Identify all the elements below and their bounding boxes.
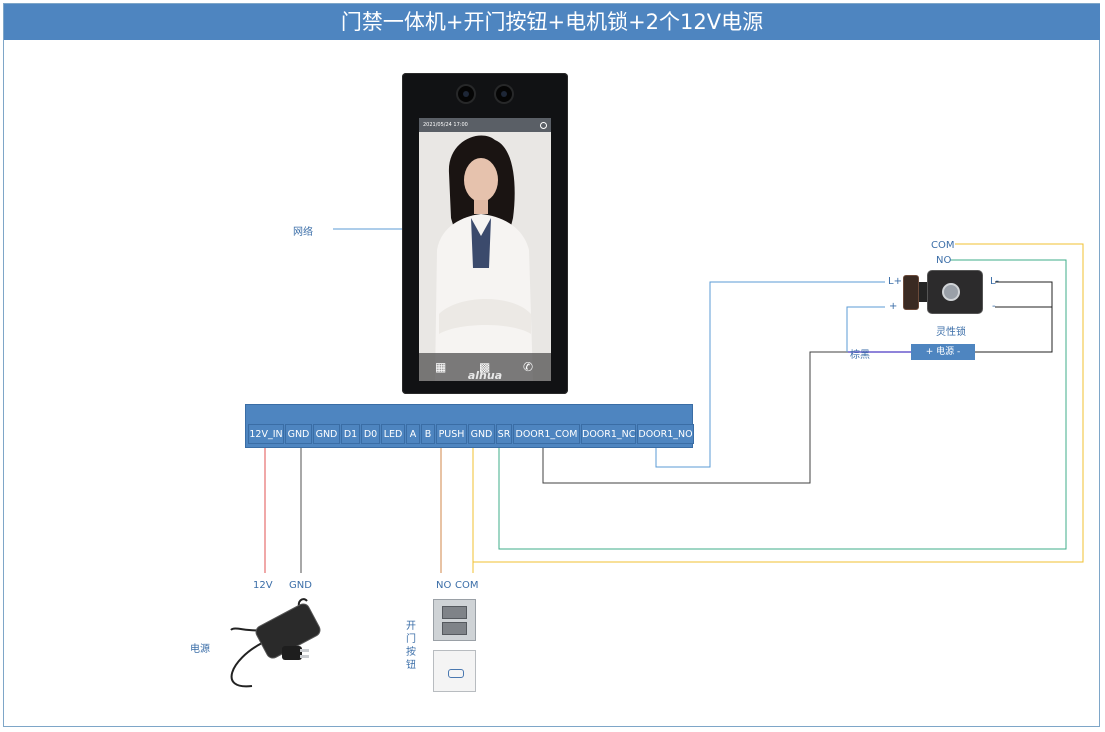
terminal-gnd: GND — [285, 424, 312, 444]
camera-icon — [496, 86, 512, 102]
exit-button-front — [433, 650, 476, 692]
terminal-sr: SR — [496, 424, 512, 444]
plug-prong — [300, 649, 309, 652]
terminal-gnd: GND — [468, 424, 495, 444]
wire-green — [498, 259, 1067, 550]
phone-icon: ✆ — [523, 360, 534, 374]
terminal-b: B — [421, 424, 435, 444]
status-time: 2021/05/24 17:00 — [423, 122, 468, 128]
lock-com-label: COM — [931, 240, 955, 251]
wire-lock-lminus — [975, 281, 1053, 353]
terminal-d0: D0 — [361, 424, 380, 444]
terminal-push: PUSH — [436, 424, 467, 444]
lock-name-label: 灵性锁 — [936, 327, 966, 338]
exit-button-back — [433, 599, 476, 641]
lock-lminus-label: L- — [990, 276, 1000, 287]
psu-label: 电源 — [190, 644, 210, 655]
terminal-door1-com: DOOR1_COM — [513, 424, 580, 444]
open-button-label: 开门按钮 — [406, 621, 416, 671]
access-control-terminal: 2021/05/24 17:00 ▦ ▩ ✆ alhua — [402, 73, 568, 394]
terminal-gnd: GND — [313, 424, 340, 444]
terminal-d1: D1 — [341, 424, 360, 444]
wire-lock-plus — [846, 306, 885, 352]
wire-yellow — [472, 243, 1084, 563]
terminal-door1-nc: DOOR1_NC — [581, 424, 636, 444]
button-no-label: NO — [436, 580, 452, 591]
settings-icon — [540, 122, 547, 129]
terminal-door1-no: DOOR1_NO — [637, 424, 694, 444]
network-label: 网络 — [293, 227, 313, 238]
device-dock: ▦ ▩ ✆ — [419, 353, 551, 381]
lock-power-supply: + 电源 - — [911, 344, 975, 360]
lock-connector — [919, 282, 927, 302]
diagram-frame — [3, 3, 1100, 727]
person-photo — [435, 135, 533, 381]
psu-12v-label: 12V — [253, 580, 273, 591]
lock-plus-label: + — [889, 301, 898, 312]
adapter-ac-cable — [230, 642, 263, 688]
wire-door-com — [542, 351, 911, 484]
power-plug — [282, 646, 302, 660]
qr-code-icon: ▩ — [479, 360, 491, 374]
brown-black-label: 棕黑 — [850, 350, 870, 361]
terminal-a: A — [406, 424, 420, 444]
lock-no-label: NO — [936, 255, 952, 266]
lock-bolt — [903, 275, 919, 310]
lock-minus-label: - — [992, 301, 996, 312]
camera-icon — [458, 86, 474, 102]
device-brand-logo: alhua — [467, 369, 503, 382]
terminal-12v-in: 12V_IN — [248, 424, 284, 444]
terminal-led: LED — [381, 424, 405, 444]
keypad-icon: ▦ — [435, 360, 447, 374]
diagram-title: 门禁一体机+开门按钮+电机锁+2个12V电源 — [4, 4, 1100, 40]
key-icon — [448, 669, 464, 678]
button-com-label: COM — [455, 580, 479, 591]
plug-prong — [300, 655, 309, 658]
device-status-bar: 2021/05/24 17:00 — [419, 118, 551, 132]
wire-door-no — [655, 281, 885, 468]
lock-cylinder — [942, 283, 960, 301]
lock-lplus-label: L+ — [888, 276, 902, 287]
psu-gnd-label: GND — [289, 580, 312, 591]
device-screen: 2021/05/24 17:00 ▦ ▩ ✆ — [419, 118, 551, 381]
